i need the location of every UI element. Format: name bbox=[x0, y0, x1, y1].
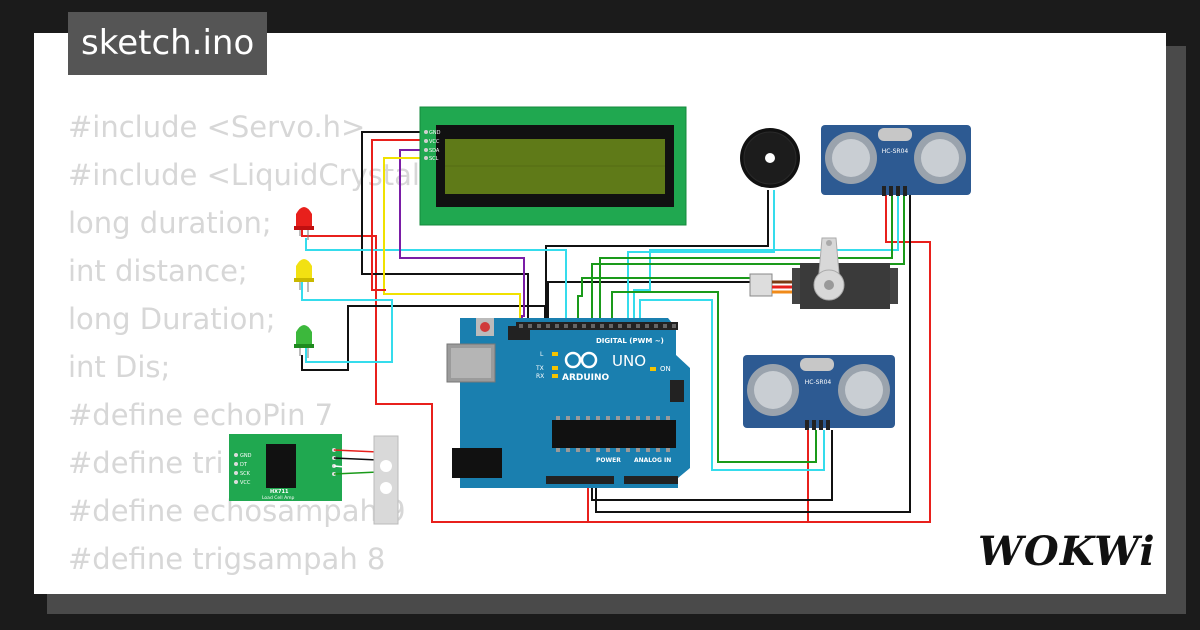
led-green[interactable] bbox=[294, 325, 314, 358]
hx711-pin-label: GND bbox=[240, 453, 252, 459]
code-line: int Dis; bbox=[68, 350, 171, 384]
on-label: ON bbox=[660, 365, 671, 373]
sensor-label: HC-SR04 bbox=[882, 148, 909, 155]
sketch-filename-tag[interactable]: sketch.ino bbox=[68, 12, 268, 75]
led-yellow[interactable] bbox=[294, 259, 314, 292]
wire-cyan bbox=[633, 192, 899, 330]
hx711-pin-label: SCK bbox=[240, 471, 251, 477]
wire-cyan bbox=[301, 264, 393, 363]
code-line: int distance; bbox=[68, 254, 248, 288]
board-brand: ARDUINO bbox=[562, 373, 610, 383]
wire-cyan bbox=[639, 299, 825, 471]
code-line: #define tri bbox=[68, 446, 224, 480]
hx711-label: HX711 bbox=[270, 489, 289, 495]
wire-yellow bbox=[383, 157, 521, 330]
wire-green bbox=[611, 291, 817, 463]
lcd-pin-label: GND bbox=[429, 130, 441, 136]
analog-label: ANALOG IN bbox=[634, 457, 671, 464]
ultrasonic-sensor-top[interactable]: HC-SR04 bbox=[821, 125, 971, 196]
wire-red bbox=[588, 428, 809, 523]
hx711-pin-label: VCC bbox=[240, 480, 251, 486]
hx711-load-cell-amp[interactable]: HX711 Load Cell Amp GND DT SCK VCC bbox=[229, 434, 379, 501]
led-label: RX bbox=[536, 373, 544, 380]
code-line: long sampah 0 bbox=[68, 583, 420, 594]
lcd-pin-label: SCL bbox=[429, 156, 439, 162]
wire-black bbox=[591, 430, 833, 501]
wire-green bbox=[599, 192, 893, 330]
hx711-sublabel: Load Cell Amp bbox=[262, 495, 295, 501]
buzzer[interactable] bbox=[740, 128, 800, 188]
wire-green bbox=[577, 277, 752, 330]
wokwi-logo: WOKWi bbox=[978, 528, 1156, 575]
ultrasonic-sensor-bottom[interactable]: HC-SR04 bbox=[743, 355, 895, 430]
lcd-pin-label: SDA bbox=[429, 148, 440, 154]
led-label: TX bbox=[535, 365, 544, 372]
led-label: L bbox=[540, 351, 544, 358]
lcd-pin-label: VCC bbox=[429, 139, 440, 145]
code-line: long duration; bbox=[68, 206, 272, 240]
wire-red bbox=[371, 139, 428, 291]
arduino-uno-board[interactable]: DIGITAL (PWM ~) UNO ARDUINO ON L TX RX bbox=[446, 318, 690, 488]
wire-red bbox=[301, 230, 589, 523]
digital-label: DIGITAL (PWM ~) bbox=[596, 337, 664, 345]
board-model: UNO bbox=[612, 352, 646, 370]
wire-black bbox=[595, 195, 911, 513]
lcd-display[interactable]: GND VCC SDA SCL bbox=[419, 106, 687, 226]
led-red[interactable] bbox=[294, 207, 314, 240]
wire-purple bbox=[399, 149, 525, 330]
hx711-pin-label: DT bbox=[240, 462, 248, 468]
code-line: #define echoPin 7 bbox=[68, 398, 334, 432]
wire-black bbox=[547, 281, 752, 330]
power-label: POWER bbox=[596, 457, 621, 464]
wire-black bbox=[545, 190, 769, 330]
load-cell[interactable] bbox=[373, 435, 399, 525]
sensor-label: HC-SR04 bbox=[805, 379, 832, 386]
wire-green bbox=[591, 196, 905, 330]
wires bbox=[301, 131, 931, 523]
arduino-logo-icon bbox=[564, 351, 598, 369]
servo-motor[interactable] bbox=[749, 237, 898, 309]
wire-red bbox=[588, 192, 931, 523]
code-line: #include <Servo.h> bbox=[68, 110, 366, 144]
code-line: #define trigsampah 8 bbox=[68, 542, 386, 576]
wire-black bbox=[361, 131, 529, 330]
wire-cyan bbox=[305, 238, 567, 330]
code-line: long Duration; bbox=[68, 302, 276, 336]
